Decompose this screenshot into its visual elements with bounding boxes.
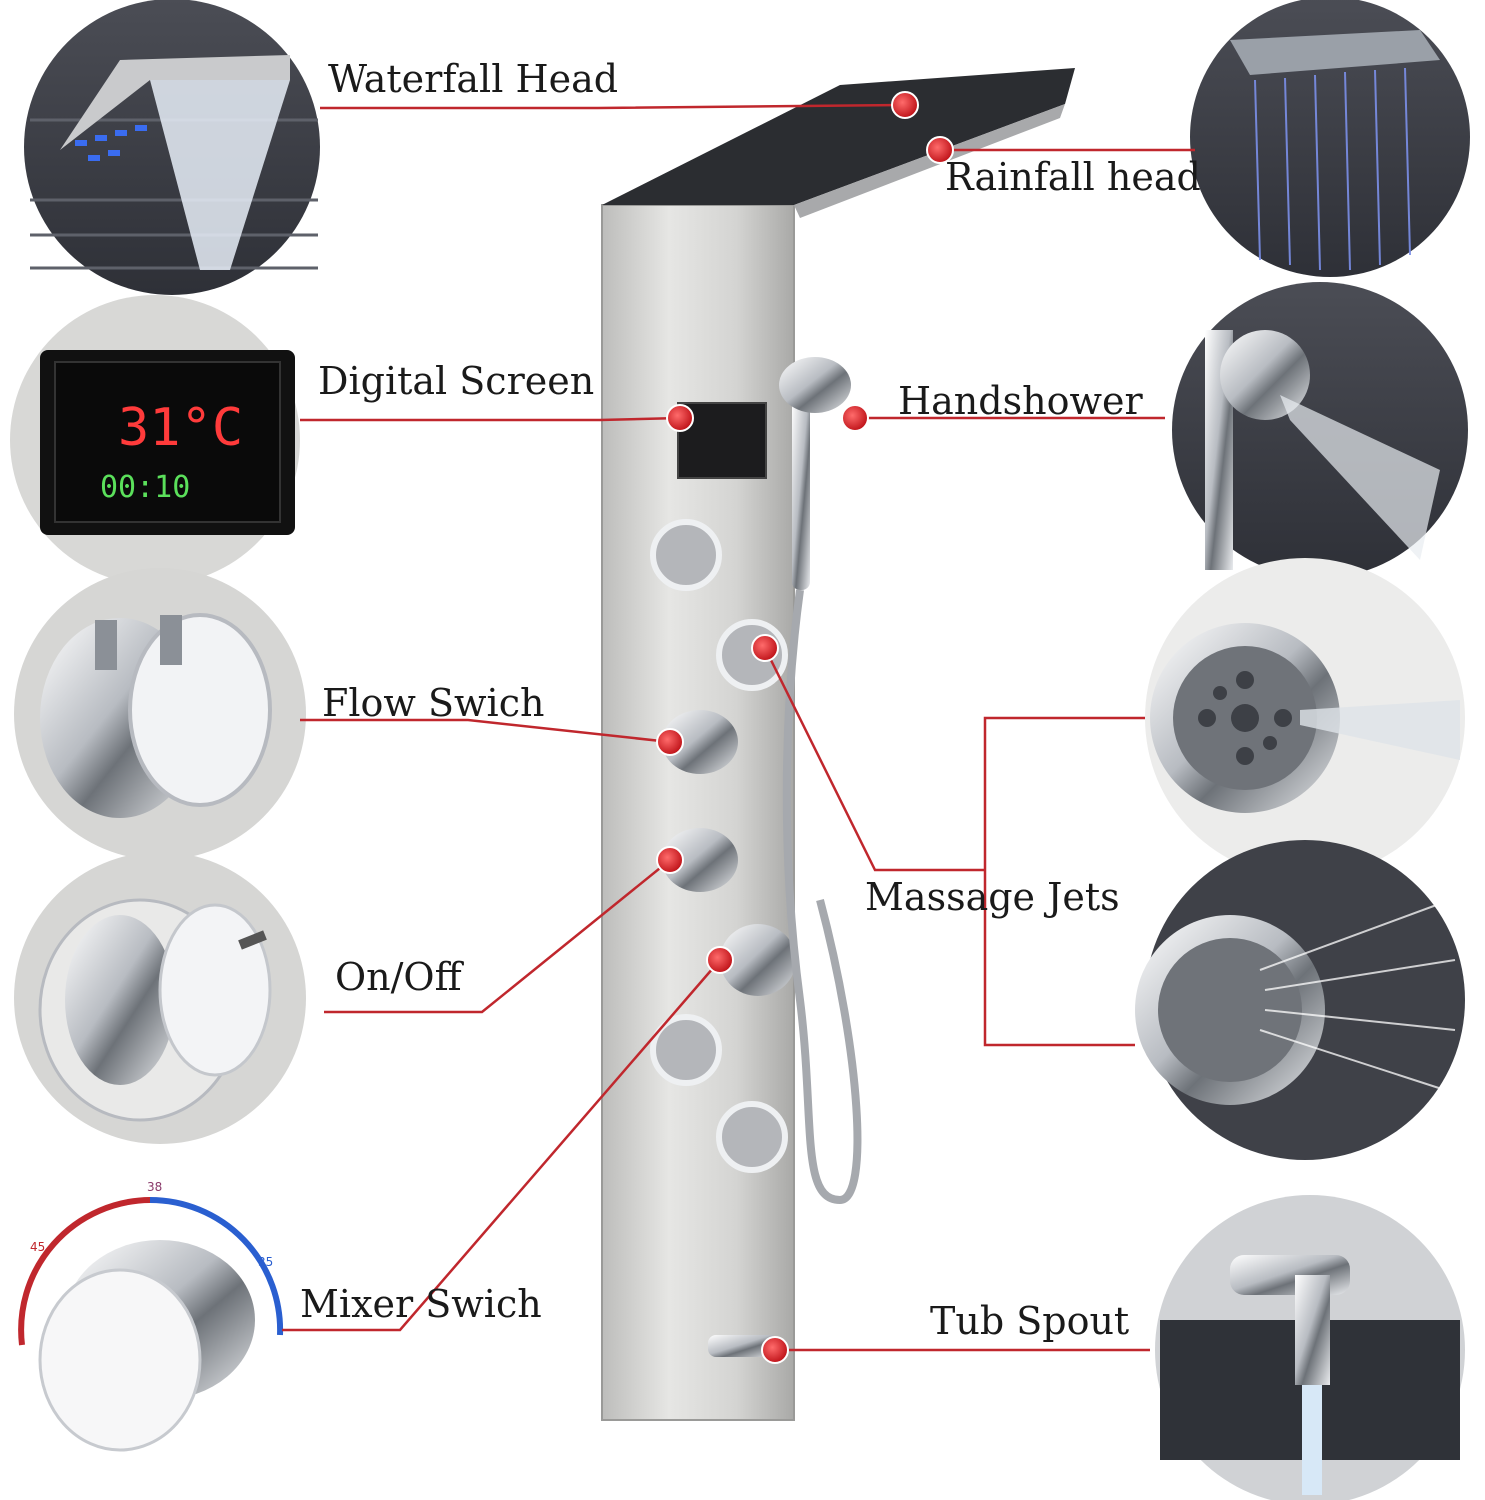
massage-jet-thumbnail-1 bbox=[1145, 558, 1465, 878]
label-tub-spout: Tub Spout bbox=[930, 1299, 1130, 1343]
label-digital-screen: Digital Screen bbox=[318, 359, 595, 403]
on-off-thumbnail bbox=[14, 852, 306, 1144]
screen-temperature: 31°C bbox=[118, 398, 244, 458]
label-mixer-switch: Mixer Swich bbox=[300, 1282, 542, 1326]
mixer-switch-thumbnail bbox=[2, 1187, 298, 1483]
rainfall-head-thumbnail bbox=[1190, 0, 1470, 277]
dial-scale-left: 45 bbox=[30, 1240, 46, 1254]
handshower-thumbnail bbox=[1172, 282, 1468, 578]
label-flow-switch: Flow Swich bbox=[322, 681, 545, 725]
digital-screen-thumbnail bbox=[10, 295, 300, 585]
handshower-fixture bbox=[779, 357, 862, 1205]
label-handshower: Handshower bbox=[898, 379, 1143, 423]
label-rainfall-head: Rainfall head bbox=[945, 155, 1201, 199]
dial-scale-top: 38 bbox=[147, 1180, 163, 1194]
shower-panel bbox=[601, 68, 1075, 1421]
massage-jet-thumbnail-2 bbox=[1135, 840, 1465, 1160]
leader-lines bbox=[282, 103, 1195, 1352]
dial-scale-right: 35 bbox=[258, 1255, 274, 1269]
tub-spout-fixture bbox=[708, 1335, 778, 1357]
screen-time: 00:10 bbox=[100, 470, 191, 505]
label-waterfall-head: Waterfall Head bbox=[328, 57, 619, 101]
flow-switch-thumbnail bbox=[14, 568, 306, 860]
tub-spout-thumbnail bbox=[1155, 1195, 1465, 1500]
control-knobs bbox=[662, 710, 796, 996]
marker-dots bbox=[656, 91, 954, 1364]
label-massage-jets: Massage Jets bbox=[865, 875, 1120, 919]
label-on-off: On/Off bbox=[335, 955, 462, 999]
waterfall-head-thumbnail bbox=[24, 0, 320, 295]
